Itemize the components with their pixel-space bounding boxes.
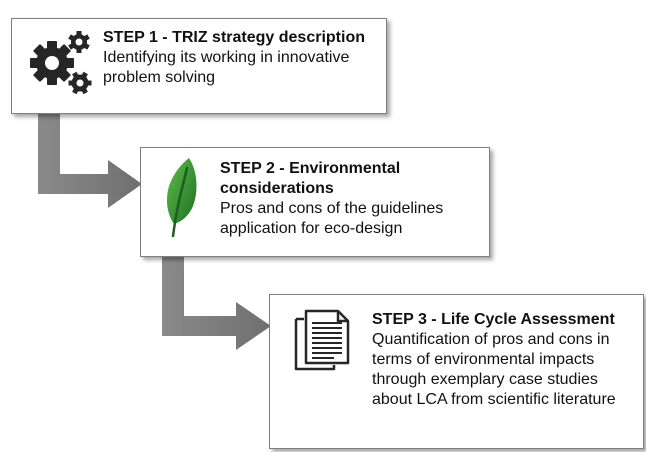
step-2-text: STEP 2 - Environmental considerations Pr… [220,159,484,239]
step-1-description: Identifying its working in innovative pr… [103,49,350,86]
leaf-icon [166,158,197,238]
step-3-box: STEP 3 - Life Cycle Assessment Quantific… [269,294,644,449]
arrow-step2-to-step3 [162,255,271,350]
step-3-description: Quantification of pros and cons in terms… [372,331,616,408]
step-1-text: STEP 1 - TRIZ strategy description Ident… [103,28,383,88]
gears-icon [30,31,92,95]
step-1-box: STEP 1 - TRIZ strategy description Ident… [11,18,387,114]
step-2-description: Pros and cons of the guidelines applicat… [220,200,444,237]
step-1-title: STEP 1 - TRIZ strategy description [103,29,365,46]
step-2-box: STEP 2 - Environmental considerations Pr… [140,147,490,257]
documents-icon [294,309,350,371]
step-3-text: STEP 3 - Life Cycle Assessment Quantific… [372,310,640,410]
step-2-title: STEP 2 - Environmental considerations [220,160,401,197]
arrow-step1-to-step2 [38,112,142,208]
step-3-title: STEP 3 - Life Cycle Assessment [372,311,615,328]
